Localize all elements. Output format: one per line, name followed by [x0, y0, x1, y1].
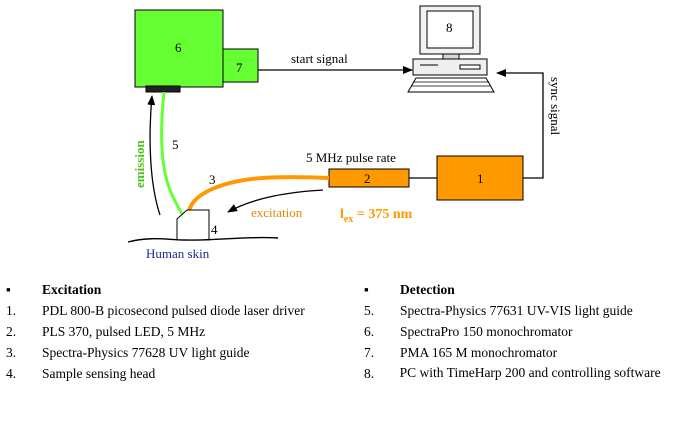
- legend-item-number: 6.: [364, 324, 375, 339]
- wavelength-label: lex = 375 nm: [340, 207, 413, 225]
- sensing-head-4: [176, 209, 210, 241]
- component-2-label: 2: [364, 171, 371, 186]
- legend-item: 6. SpectraPro 150 monochromator: [364, 321, 682, 342]
- detection-legend-title: Detection: [400, 282, 455, 297]
- light-guide-3-label: 3: [209, 172, 216, 187]
- legend-item: 2. PLS 370, pulsed LED, 5 MHz: [6, 321, 366, 342]
- component-1-label: 1: [477, 171, 484, 186]
- legend-item-text: PMA 165 M monochromator: [400, 345, 558, 360]
- excitation-legend-header: ▪ Excitation: [6, 279, 366, 300]
- legend-item-number: 2.: [6, 324, 17, 339]
- excitation-light-guide: [186, 175, 330, 215]
- legend-item-text: PLS 370, pulsed LED, 5 MHz: [42, 324, 206, 339]
- human-skin-label: Human skin: [146, 246, 210, 261]
- skin-surface-line: [127, 236, 279, 243]
- emission-light-guide: [160, 91, 184, 215]
- monochromator-6-box: [134, 9, 224, 88]
- component-4-label: 4: [211, 222, 218, 237]
- light-guide-5-label: 5: [172, 137, 179, 152]
- excitation-legend-title: Excitation: [42, 282, 102, 297]
- component-7-label: 7: [236, 60, 243, 75]
- excitation-legend: ▪ Excitation 1. PDL 800-B picosecond puls…: [6, 279, 366, 384]
- excitation-arrow: [227, 189, 324, 213]
- sync-signal-label: sync signal: [548, 77, 563, 136]
- legend-item-number: 4.: [6, 366, 17, 381]
- laser-driver-1-box: [436, 155, 524, 201]
- legend-item: 4. Sample sensing head: [6, 363, 366, 384]
- legend-item-text: Spectra-Physics 77628 UV light guide: [42, 345, 250, 360]
- detection-legend-header: ▪ Detection: [364, 279, 682, 300]
- legend-item-text: PC with TimeHarp 200 and controlling sof…: [399, 365, 661, 380]
- bullet-icon: ▪: [364, 282, 369, 297]
- sync-signal-arrow: [496, 69, 544, 179]
- monochromator-7-box: [222, 48, 259, 83]
- legend-item: 8. PC with TimeHarp 200 and controlling s…: [364, 363, 682, 384]
- legend-item-number: 1.: [6, 303, 17, 318]
- legend-item-text: PDL 800-B picosecond pulsed diode laser …: [42, 303, 305, 318]
- bullet-icon: ▪: [6, 282, 11, 297]
- emission-label: emission: [132, 140, 147, 188]
- legend-item-text: Sample sensing head: [42, 366, 156, 381]
- legend-item-number: 7.: [364, 345, 375, 360]
- detection-legend: ▪ Detection 5. Spectra-Physics 77631 UV-V…: [364, 279, 682, 384]
- legend-item-number: 8.: [364, 366, 375, 381]
- legend-item: 1. PDL 800-B picosecond pulsed diode lase…: [6, 300, 366, 321]
- legend-item: 3. Spectra-Physics 77628 UV light guide: [6, 342, 366, 363]
- component-6-label: 6: [175, 40, 182, 55]
- pulse-rate-label: 5 MHz pulse rate: [306, 150, 396, 165]
- monochromator-port: [145, 85, 181, 93]
- setup-diagram: 6 7 8 start signal sync signal 1 2 5 MHz…: [127, 5, 563, 261]
- legend-item: 7. PMA 165 M monochromator: [364, 342, 682, 363]
- emission-arrow: [147, 95, 161, 216]
- excitation-label: excitation: [251, 205, 303, 220]
- component-8-label: 8: [446, 20, 453, 35]
- computer-icon: [407, 5, 495, 93]
- start-signal-label: start signal: [291, 51, 348, 66]
- legend-item-number: 5.: [364, 303, 375, 318]
- legend-item-text: SpectraPro 150 monochromator: [400, 324, 573, 339]
- legend-item: 5. Spectra-Physics 77631 UV-VIS light gui…: [364, 300, 682, 321]
- legend-item-text: Spectra-Physics 77631 UV-VIS light guide: [400, 303, 633, 318]
- legend-item-number: 3.: [6, 345, 17, 360]
